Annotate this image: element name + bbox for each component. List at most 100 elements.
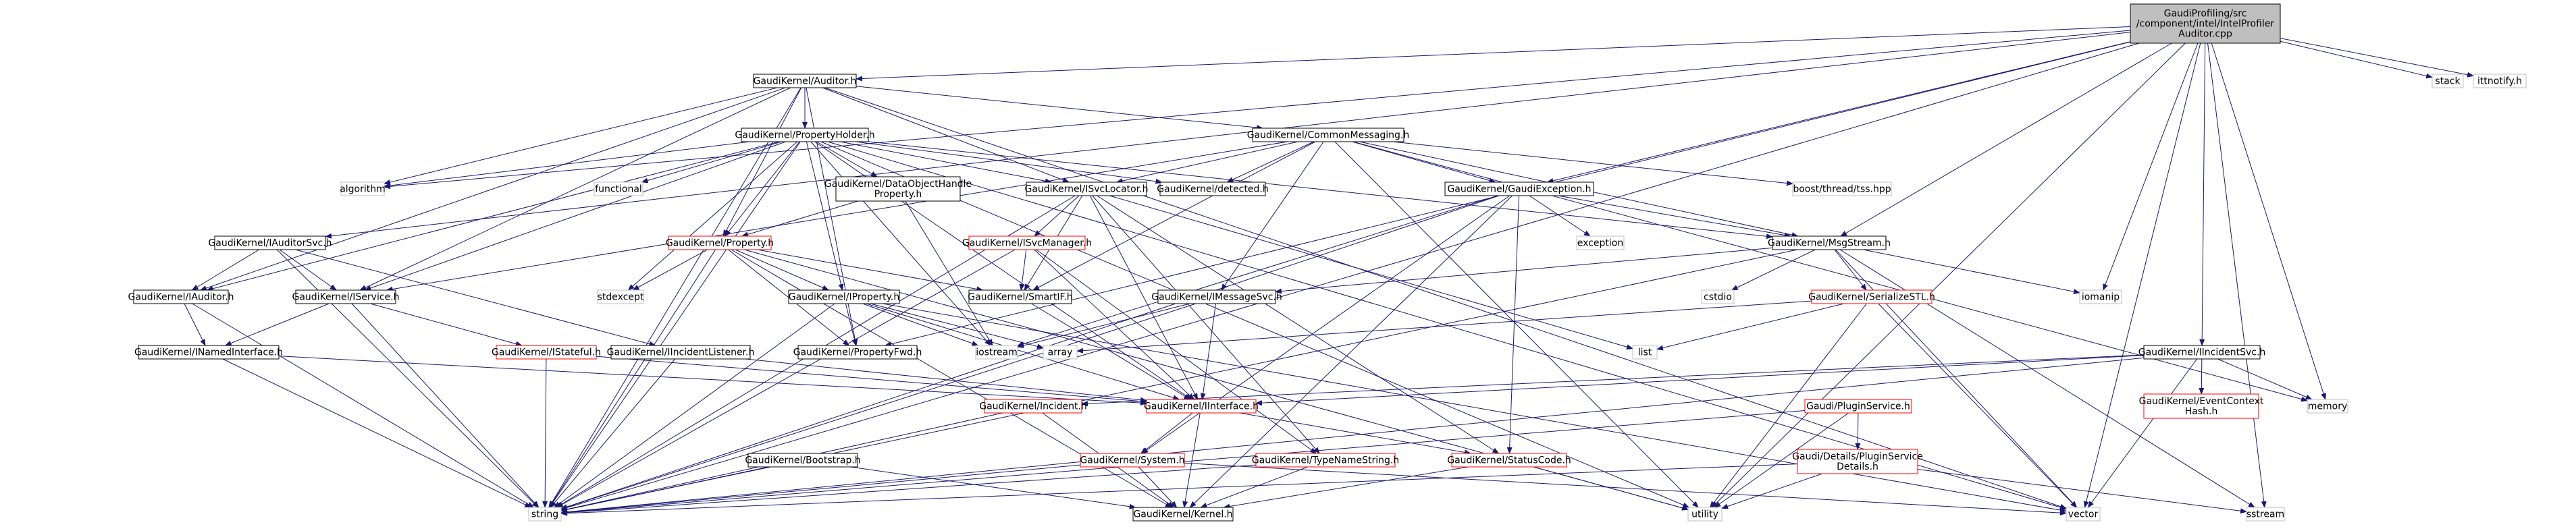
edge-iincidentsvc-to-eventcontexthash <box>2199 358 2205 395</box>
node-imessagesvc[interactable]: GaudiKernel/IMessageSvc.h <box>1151 289 1282 304</box>
node-istateful[interactable]: GaudiKernel/IStateful.h <box>492 345 601 360</box>
node-tss[interactable]: boost/thread/tss.hpp <box>1792 181 1892 196</box>
edge-commonmsg-to-tss <box>1392 141 1793 186</box>
node-box <box>2130 3 2281 44</box>
node-auditor_h[interactable]: GaudiKernel/Auditor.h <box>753 74 857 88</box>
node-gaudiexception[interactable]: GaudiKernel/GaudiException.h <box>1444 181 1594 196</box>
node-property[interactable]: GaudiKernel/Property.h <box>666 235 774 250</box>
node-inamedinterface[interactable]: GaudiKernel/INamedInterface.h <box>134 345 283 360</box>
node-stdexcept[interactable]: stdexcept <box>597 289 644 304</box>
node-isvcmanager[interactable]: GaudiKernel/ISvcManager.h <box>962 235 1092 250</box>
node-label: GaudiKernel/IIncidentSvc.h <box>2138 347 2266 358</box>
node-label: GaudiKernel/TypeNameString.h <box>1252 455 1399 466</box>
node-label: stack <box>2435 76 2461 87</box>
node-memory[interactable]: memory <box>2307 399 2348 414</box>
edge-iauditorsvc-to-iincidentlistener <box>295 249 656 347</box>
node-algorithm[interactable]: algorithm <box>340 181 386 196</box>
node-utility[interactable]: utility <box>1687 507 1723 522</box>
node-iomanip[interactable]: iomanip <box>2079 289 2122 304</box>
node-label: iostream <box>976 347 1018 358</box>
node-exception[interactable]: exception <box>1576 235 1625 250</box>
node-label: vector <box>2068 509 2099 520</box>
edge-commonmsg-to-gaudiexception <box>1352 141 1496 184</box>
node-box <box>133 289 229 304</box>
edge-inamedinterface-to-string <box>222 358 532 508</box>
node-bootstrap[interactable]: GaudiKernel/Bootstrap.h <box>745 453 861 468</box>
edge-iproperty-to-vector <box>882 303 2067 513</box>
edge-iauditorsvc-to-iauditor <box>191 249 259 291</box>
node-propertyfwd[interactable]: GaudiKernel/PropertyFwd.h <box>793 345 922 360</box>
node-kernel[interactable]: GaudiKernel/Kernel.h <box>1132 507 1234 522</box>
node-label: GaudiKernel/Bootstrap.h <box>745 455 860 466</box>
node-typenamestring[interactable]: GaudiKernel/TypeNameString.h <box>1252 453 1399 468</box>
node-label: GaudiKernel/EventContext <box>2139 396 2264 407</box>
node-cstdio[interactable]: cstdio <box>1701 289 1735 304</box>
node-statuscode[interactable]: GaudiKernel/StatusCode.h <box>1447 453 1571 468</box>
node-label: Hash.h <box>2185 406 2218 417</box>
node-sstream[interactable]: sstream <box>2246 507 2285 522</box>
edge-imessagesvc-to-iinterface <box>1200 303 1217 400</box>
node-box <box>788 289 900 304</box>
node-list[interactable]: list <box>1632 345 1658 360</box>
node-box <box>753 74 857 88</box>
node-label: Gaudi/Details/PluginService <box>1792 451 1923 462</box>
edge-statuscode-to-kernel <box>1223 466 1469 509</box>
node-msgstream[interactable]: GaudiKernel/MsgStream.h <box>1768 235 1891 250</box>
node-box <box>968 289 1072 304</box>
node-label: Gaudi/PluginService.h <box>1806 401 1910 412</box>
edge-iinterface-to-statuscode <box>1239 412 1471 455</box>
edge-root-to-vector <box>2083 43 2201 508</box>
node-iincidentsvc[interactable]: GaudiKernel/IIncidentSvc.h <box>2138 345 2266 360</box>
node-iinterface[interactable]: GaudiKernel/IInterface.h <box>1144 399 1259 414</box>
node-iincidentlistener[interactable]: GaudiKernel/IIncidentListener.h <box>607 345 755 360</box>
node-label: algorithm <box>340 184 386 195</box>
edge-gaudiexception-to-iostream <box>1017 195 1498 347</box>
edge-pluginservicedetails-to-sstream <box>1917 468 2247 514</box>
node-iservice[interactable]: GaudiKernel/IService.h <box>292 289 400 304</box>
node-ittnotify[interactable]: ittnotify.h <box>2473 74 2527 88</box>
node-iincident[interactable]: GaudiKernel/Incident.h <box>979 399 1087 414</box>
node-iauditor[interactable]: GaudiKernel/IAuditor.h <box>128 289 234 304</box>
node-box <box>747 453 858 468</box>
node-detected[interactable]: GaudiKernel/detected.h <box>1157 181 1269 196</box>
edge-system-to-vector <box>1184 462 2067 516</box>
node-string[interactable]: string <box>528 507 562 522</box>
edge-isvclocator-to-typenamestring <box>1092 195 1320 454</box>
node-pluginservice[interactable]: Gaudi/PluginService.h <box>1804 399 1912 414</box>
node-box <box>2246 507 2285 522</box>
edge-smartif-to-iinterface <box>1031 303 1191 400</box>
node-root[interactable]: GaudiProfiling/src/component/intel/Intel… <box>2130 3 2281 44</box>
edge-root-to-auditor_h <box>856 26 2131 82</box>
node-isvclocator[interactable]: GaudiKernel/ISvcLocator.h <box>1024 181 1149 196</box>
node-functional[interactable]: functional <box>594 181 643 196</box>
node-box <box>1255 453 1396 468</box>
edge-isvclocator-to-iinterface <box>1089 195 1199 400</box>
edge-pluginservicedetails-to-string <box>560 464 1798 516</box>
node-iostream[interactable]: iostream <box>975 345 1018 360</box>
node-iauditorsvc[interactable]: GaudiKernel/IAuditorSvc.h <box>208 235 332 250</box>
edge-dataobjhandle-to-property <box>741 200 858 237</box>
node-serializestl[interactable]: GaudiKernel/SerializeSTL.h <box>1808 289 1935 304</box>
node-smartif[interactable]: GaudiKernel/SmartIF.h <box>968 289 1073 304</box>
edge-auditor_h-to-iservice <box>359 87 791 291</box>
node-box <box>1026 181 1147 196</box>
edge-typenamestring-to-string <box>560 464 1257 515</box>
node-vector[interactable]: vector <box>2066 507 2101 522</box>
edge-iauditor-to-inamedinterface <box>184 303 206 346</box>
node-box <box>984 399 1082 414</box>
node-box <box>1632 345 1658 360</box>
node-iproperty[interactable]: GaudiKernel/IProperty.h <box>788 289 900 304</box>
node-array[interactable]: array <box>1043 345 1078 360</box>
node-propholder[interactable]: GaudiKernel/PropertyHolder.h <box>735 128 875 142</box>
node-box <box>1444 181 1594 196</box>
edge-istateful-to-string <box>542 358 548 508</box>
node-label: GaudiKernel/CommonMessaging.h <box>1247 130 1410 141</box>
node-system[interactable]: GaudiKernel/System.h <box>1080 453 1185 468</box>
node-box <box>1804 399 1912 414</box>
node-commonmsg[interactable]: GaudiKernel/CommonMessaging.h <box>1247 128 1410 142</box>
edge-propholder-to-stdexcept <box>627 141 797 291</box>
node-stack[interactable]: stack <box>2432 74 2464 88</box>
